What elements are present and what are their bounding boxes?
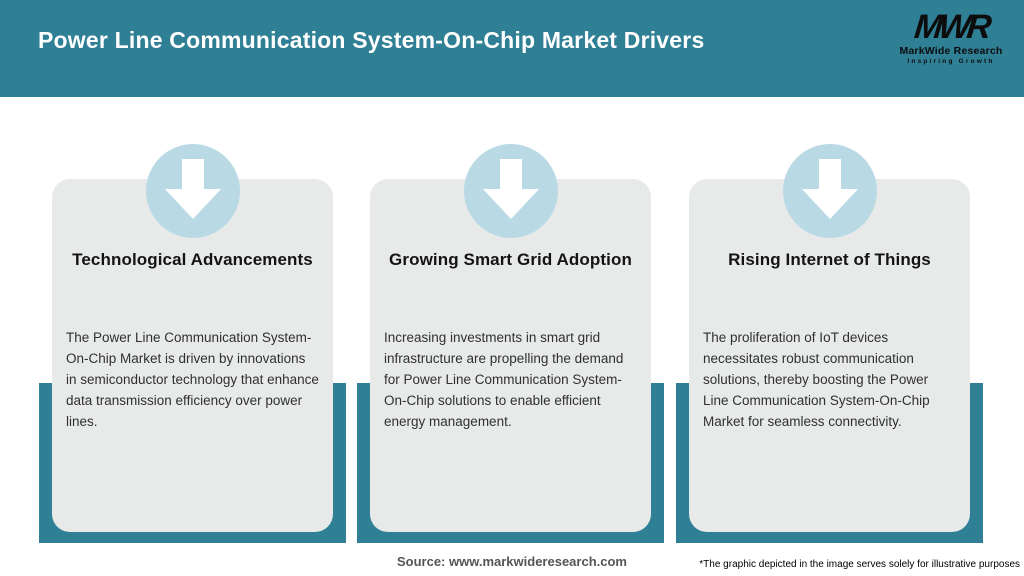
logo-tagline: Inspiring Growth [907,58,995,65]
driver-card-rising-internet-of-things: Rising Internet of Things The proliferat… [676,0,983,576]
driver-card-technological-advancements: Technological Advancements The Power Lin… [39,0,346,576]
card-title: Technological Advancements [72,250,313,269]
down-arrow-icon [164,157,222,226]
card-icon-circle [145,144,240,238]
header-bar: Power Line Communication System-On-Chip … [0,0,1024,97]
card-icon-circle [463,144,558,238]
card-title: Rising Internet of Things [728,250,931,269]
disclaimer-text: *The graphic depicted in the image serve… [699,559,1020,570]
card-title: Growing Smart Grid Adoption [389,250,632,269]
logo-name: MarkWide Research [899,45,1003,57]
down-arrow-icon [482,157,540,226]
card-description: The Power Line Communication System-On-C… [66,330,319,429]
source-link-text[interactable]: Source: www.markwideresearch.com [396,554,627,569]
card-description: The proliferation of IoT devices necessi… [703,330,930,429]
card-description: Increasing investments in smart grid inf… [384,330,624,429]
down-arrow-icon [801,157,859,226]
card-icon-circle [782,144,877,238]
driver-card-growing-smart-grid-adoption: Growing Smart Grid Adoption Increasing i… [357,0,664,576]
markwide-research-logo: MWR MarkWide Research Inspiring Growth [892,8,1010,65]
page-title: Power Line Communication System-On-Chip … [38,27,705,53]
